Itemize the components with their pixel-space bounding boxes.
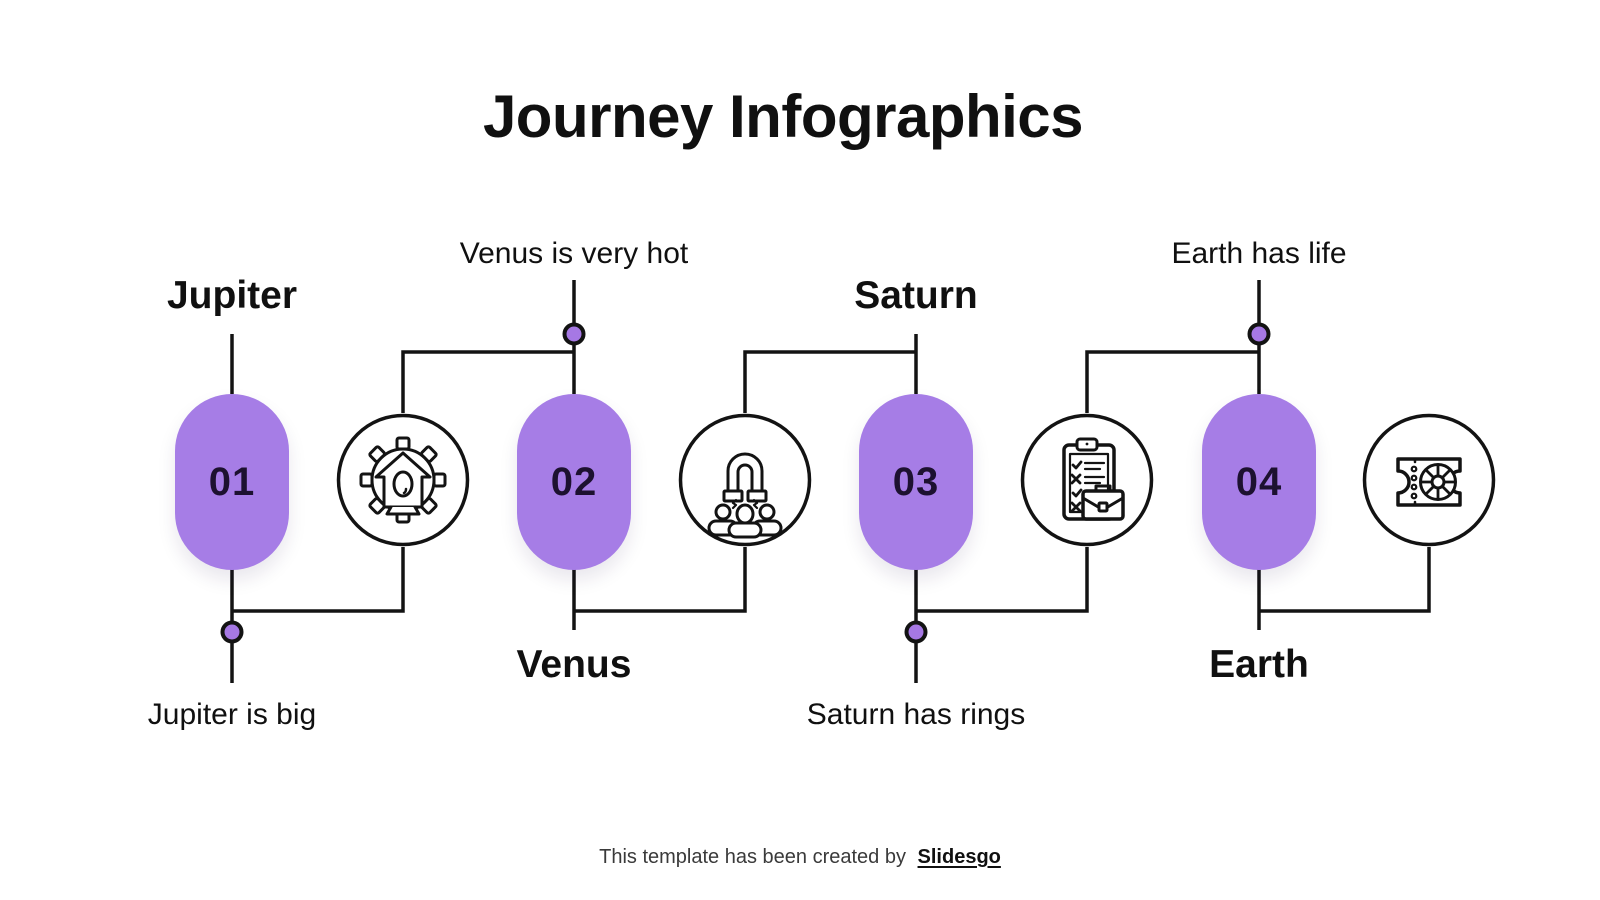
step-2-icon-circle (678, 413, 812, 547)
node-dots (220, 322, 1271, 644)
step-4-label: Earth (1209, 643, 1309, 686)
step-2-pill: 02 (517, 394, 631, 570)
team-shape (707, 503, 783, 539)
step-4-icon-circle (1362, 413, 1496, 547)
node-dot (904, 620, 928, 644)
wheel-shape (1419, 463, 1457, 501)
step-4-description: Earth has life (1171, 237, 1347, 270)
step-1-pill: 01 (175, 394, 289, 570)
ticket-icon (1362, 413, 1496, 547)
footer-credit: This template has been created by Slides… (0, 846, 1600, 869)
footer-credit-text: This template has been created by (599, 846, 906, 868)
node-dot (220, 620, 244, 644)
step-1-label: Jupiter (166, 274, 298, 317)
page-title: Journey Infographics (482, 83, 1084, 150)
step-3-label: Saturn (854, 274, 978, 317)
node-dot (562, 322, 586, 346)
briefcase-shape (1081, 484, 1125, 521)
house-shape (374, 451, 432, 516)
step-2-number: 02 (550, 459, 598, 504)
step-4-number: 04 (1235, 459, 1283, 504)
step-3-icon-circle (1020, 413, 1154, 547)
node-dot (1247, 322, 1271, 346)
step-3-pill: 03 (859, 394, 973, 570)
step-3-description: Saturn has rings (806, 698, 1026, 731)
step-1-icon-circle (336, 413, 470, 547)
gear-house-icon (336, 413, 470, 547)
magnet-shape (722, 452, 768, 510)
magnet-team-icon (678, 413, 812, 547)
step-1-number: 01 (208, 459, 256, 504)
step-2-description: Venus is very hot (459, 237, 689, 270)
checklist-briefcase-icon (1020, 413, 1154, 547)
step-2-label: Venus (516, 643, 632, 686)
slidesgo-link[interactable]: Slidesgo (917, 846, 1001, 868)
step-3-number: 03 (892, 459, 940, 504)
step-4-pill: 04 (1202, 394, 1316, 570)
step-1-description: Jupiter is big (147, 698, 317, 731)
